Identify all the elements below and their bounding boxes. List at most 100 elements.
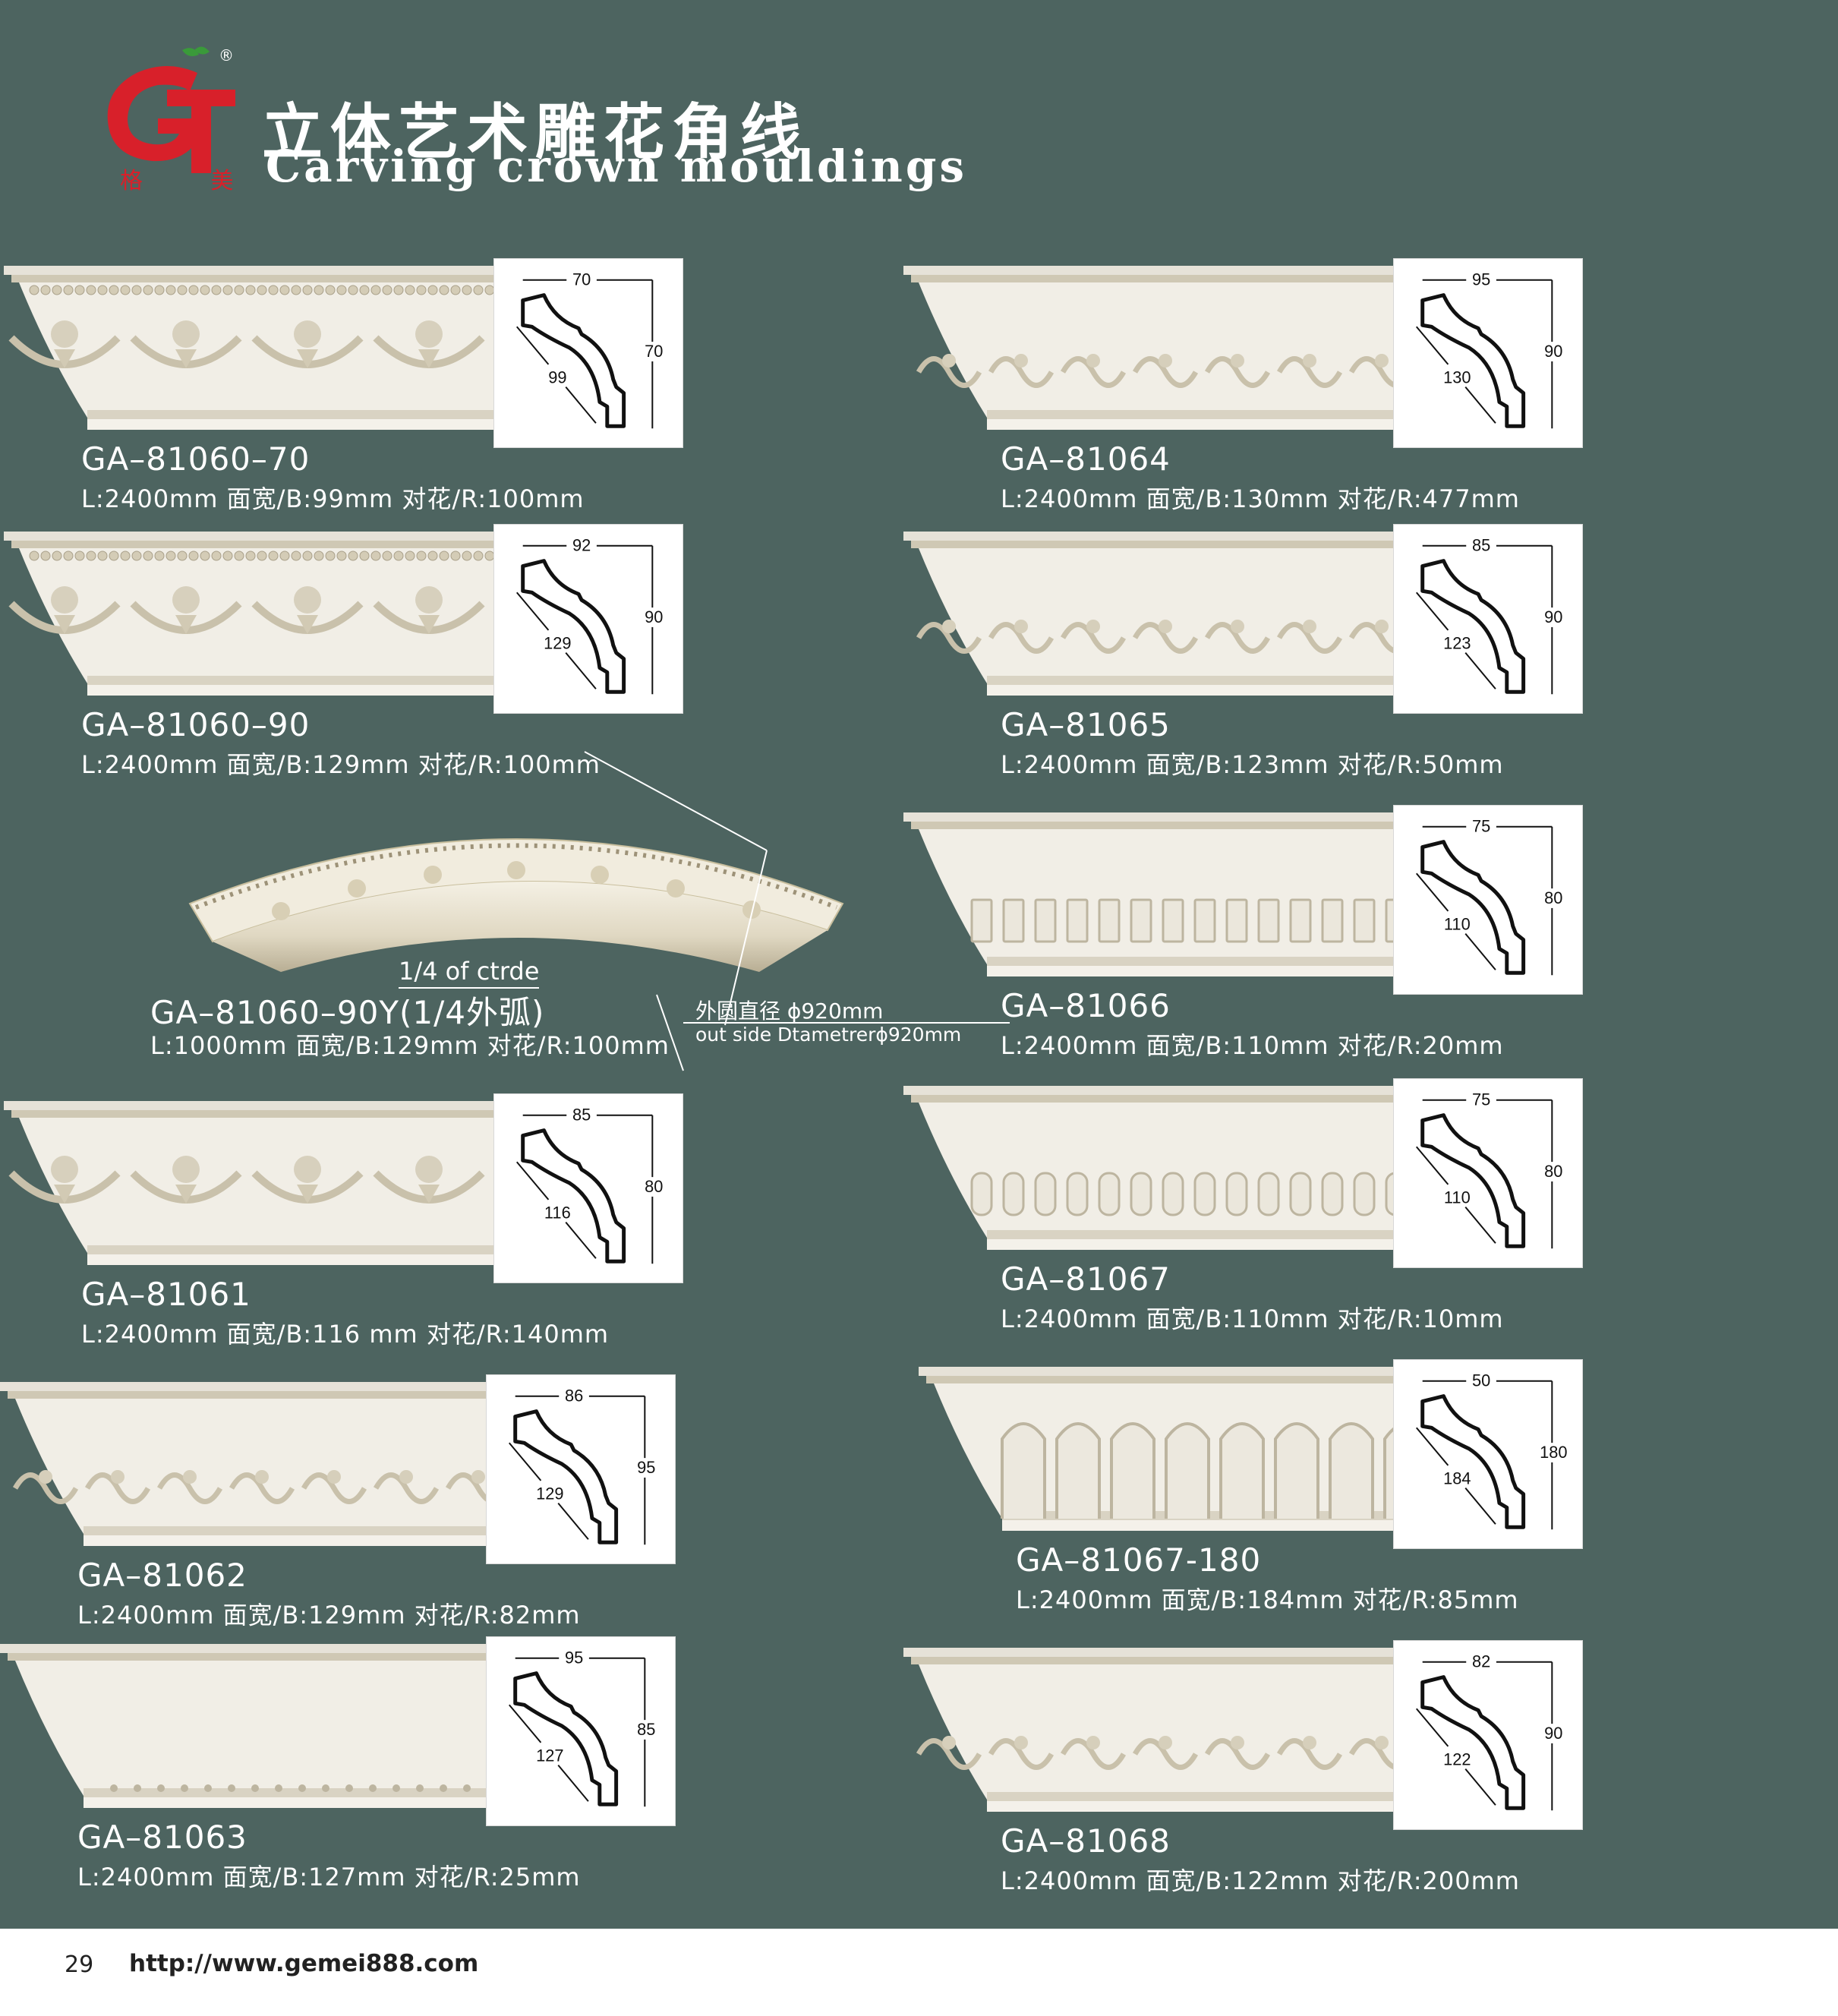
product-spec: L:2400mm 面宽/B:123mm 对花/R:50mm	[1001, 750, 1504, 779]
moulding-image	[903, 1648, 1487, 1815]
profile-dim-top: 75	[1472, 1090, 1490, 1109]
brand-logo: ® 格 美	[84, 46, 243, 197]
product-code: GA–81060–90	[81, 706, 311, 743]
product-item: 95 85 127 GA–81063 L:2400mm 面宽/B:127mm 对…	[0, 1636, 843, 1902]
profile-dim-side: 80	[1544, 1162, 1562, 1181]
profile-dim-diag: 129	[536, 1484, 563, 1503]
product-spec: L:2400mm 面宽/B:110mm 对花/R:20mm	[1001, 1031, 1504, 1060]
product-code: GA–81066	[1001, 987, 1171, 1024]
registered-mark: ®	[219, 46, 234, 65]
product-item: 85 90 123 GA–81065 L:2400mm 面宽/B:123mm 对…	[903, 524, 1746, 790]
profile-dim-side: 70	[645, 342, 663, 361]
product-item: 85 80 116 GA–81061 L:2400mm 面宽/B:116 mm …	[4, 1093, 846, 1359]
profile-diagram: 75 80 110	[1393, 1078, 1583, 1268]
profile-dim-diag: 110	[1444, 1188, 1471, 1207]
moulding-image	[0, 1644, 577, 1811]
profile-dim-top: 70	[572, 270, 591, 289]
logo-chars: 格 美	[120, 168, 243, 194]
product-spec: L:2400mm 面宽/B:99mm 对花/R:100mm	[81, 484, 585, 513]
profile-diagram: 95 85 127	[486, 1636, 676, 1826]
profile-dim-diag: 122	[1443, 1750, 1471, 1769]
profile-dim-diag: 129	[544, 634, 571, 653]
moulding-image	[903, 812, 1480, 980]
product-code: GA–81060–70	[81, 440, 311, 478]
product-spec: L:2400mm 面宽/B:127mm 对花/R:25mm	[77, 1863, 581, 1891]
profile-dim-top: 95	[1472, 270, 1490, 289]
product-item: 95 90 130 GA–81064 L:2400mm 面宽/B:130mm 对…	[903, 258, 1746, 524]
moulding-image	[4, 532, 607, 699]
arc-note-underline	[683, 1022, 1010, 1024]
arc-moulding-image	[188, 838, 844, 972]
product-spec: L:2400mm 面宽/B:116 mm 对花/R:140mm	[81, 1320, 610, 1349]
profile-dim-side: 180	[1540, 1443, 1567, 1462]
product-code: GA–81062	[77, 1557, 247, 1594]
product-item: 82 90 122 GA–81068 L:2400mm 面宽/B:122mm 对…	[903, 1640, 1746, 1906]
profile-dim-side: 80	[645, 1177, 663, 1196]
moulding-image	[903, 266, 1487, 433]
arc-product-spec: L:1000mm 面宽/B:129mm 对花/R:100mm	[150, 1031, 670, 1060]
product-spec: L:2400mm 面宽/B:129mm 对花/R:82mm	[77, 1601, 581, 1630]
profile-dim-diag: 127	[536, 1746, 563, 1765]
profile-dim-diag: 123	[1443, 634, 1471, 653]
product-item: 75 80 110 GA–81067 L:2400mm 面宽/B:110mm 对…	[903, 1078, 1746, 1344]
profile-diagram: 70 70 99	[493, 258, 683, 448]
page-footer: 29 http://www.gemei888.com	[0, 1929, 1838, 2016]
profile-dim-top: 85	[572, 1106, 591, 1125]
arc-diameter-en: out side Dtametrerϕ920mm	[695, 1024, 962, 1046]
product-item: 92 90 129 GA–81060–90 L:2400mm 面宽/B:129m…	[4, 524, 846, 790]
profile-dim-diag: 184	[1443, 1469, 1471, 1488]
product-code: GA–81065	[1001, 706, 1171, 743]
profile-dim-top: 82	[1472, 1652, 1490, 1671]
profile-dim-top: 50	[1472, 1371, 1490, 1390]
profile-dim-side: 90	[645, 607, 663, 626]
moulding-image	[919, 1367, 1496, 1534]
profile-dim-top: 95	[565, 1648, 583, 1667]
page-number: 29	[65, 1951, 94, 1978]
product-item: 50 180 184 GA–81067-180 L:2400mm 面宽/B:18…	[919, 1359, 1761, 1625]
moulding-image	[903, 532, 1487, 699]
product-item: 86 95 129 GA–81062 L:2400mm 面宽/B:129mm 对…	[0, 1374, 843, 1640]
arc-quarter-note: 1/4 of ctrde	[399, 957, 540, 989]
profile-dim-diag: 110	[1444, 915, 1471, 934]
product-spec: L:2400mm 面宽/B:130mm 对花/R:477mm	[1001, 484, 1520, 513]
profile-diagram: 50 180 184	[1393, 1359, 1583, 1549]
page-header: ® 格 美 立体艺术雕花角线 Carving crown mouldings	[84, 46, 964, 197]
arc-product: 1/4 of ctrde GA–81060–90Y(1/4外弧) L:1000m…	[84, 751, 1017, 1071]
profile-dim-diag: 116	[544, 1204, 571, 1223]
page-title-en: Carving crown mouldings	[266, 140, 968, 192]
profile-dim-side: 90	[1544, 607, 1562, 626]
product-code: GA–81068	[1001, 1822, 1171, 1860]
profile-dim-side: 95	[637, 1458, 655, 1477]
profile-diagram: 75 80 110	[1393, 805, 1583, 995]
product-item: 70 70 99 GA–81060–70 L:2400mm 面宽/B:99mm …	[4, 258, 846, 524]
profile-diagram: 85 80 116	[493, 1093, 683, 1283]
product-spec: L:2400mm 面宽/B:184mm 对花/R:85mm	[1016, 1585, 1519, 1614]
profile-dim-side: 90	[1544, 1724, 1562, 1743]
product-code: GA–81064	[1001, 440, 1171, 478]
profile-dim-side: 85	[637, 1720, 655, 1739]
website-link[interactable]: http://www.gemei888.com	[129, 1950, 479, 1977]
profile-dim-side: 80	[1544, 888, 1562, 907]
profile-dim-top: 92	[572, 536, 591, 555]
profile-diagram: 82 90 122	[1393, 1640, 1583, 1830]
product-spec: L:2400mm 面宽/B:129mm 对花/R:100mm	[81, 750, 601, 779]
product-spec: L:2400mm 面宽/B:110mm 对花/R:10mm	[1001, 1305, 1504, 1333]
arc-product-code: GA–81060–90Y(1/4外弧)	[150, 994, 545, 1031]
profile-dim-top: 86	[565, 1387, 583, 1406]
page-title-cn: 立体艺术雕花角线	[262, 96, 809, 168]
profile-dim-side: 90	[1544, 342, 1562, 361]
profile-dim-top: 75	[1472, 817, 1490, 836]
product-code: GA–81063	[77, 1819, 247, 1856]
profile-dim-diag: 130	[1443, 368, 1471, 387]
profile-dim-top: 85	[1472, 536, 1490, 555]
arc-diameter-cn: 外圆直径 ϕ920mm	[695, 999, 884, 1024]
profile-diagram: 95 90 130	[1393, 258, 1583, 448]
product-code: GA–81067	[1001, 1260, 1171, 1298]
product-spec: L:2400mm 面宽/B:122mm 对花/R:200mm	[1001, 1866, 1520, 1895]
profile-diagram: 85 90 123	[1393, 524, 1583, 714]
product-code: GA–81067-180	[1016, 1541, 1262, 1579]
profile-dim-diag: 99	[548, 368, 566, 387]
product-item: 75 80 110 GA–81066 L:2400mm 面宽/B:110mm 对…	[903, 805, 1746, 1071]
moulding-image	[4, 1101, 607, 1268]
profile-diagram: 86 95 129	[486, 1374, 676, 1564]
